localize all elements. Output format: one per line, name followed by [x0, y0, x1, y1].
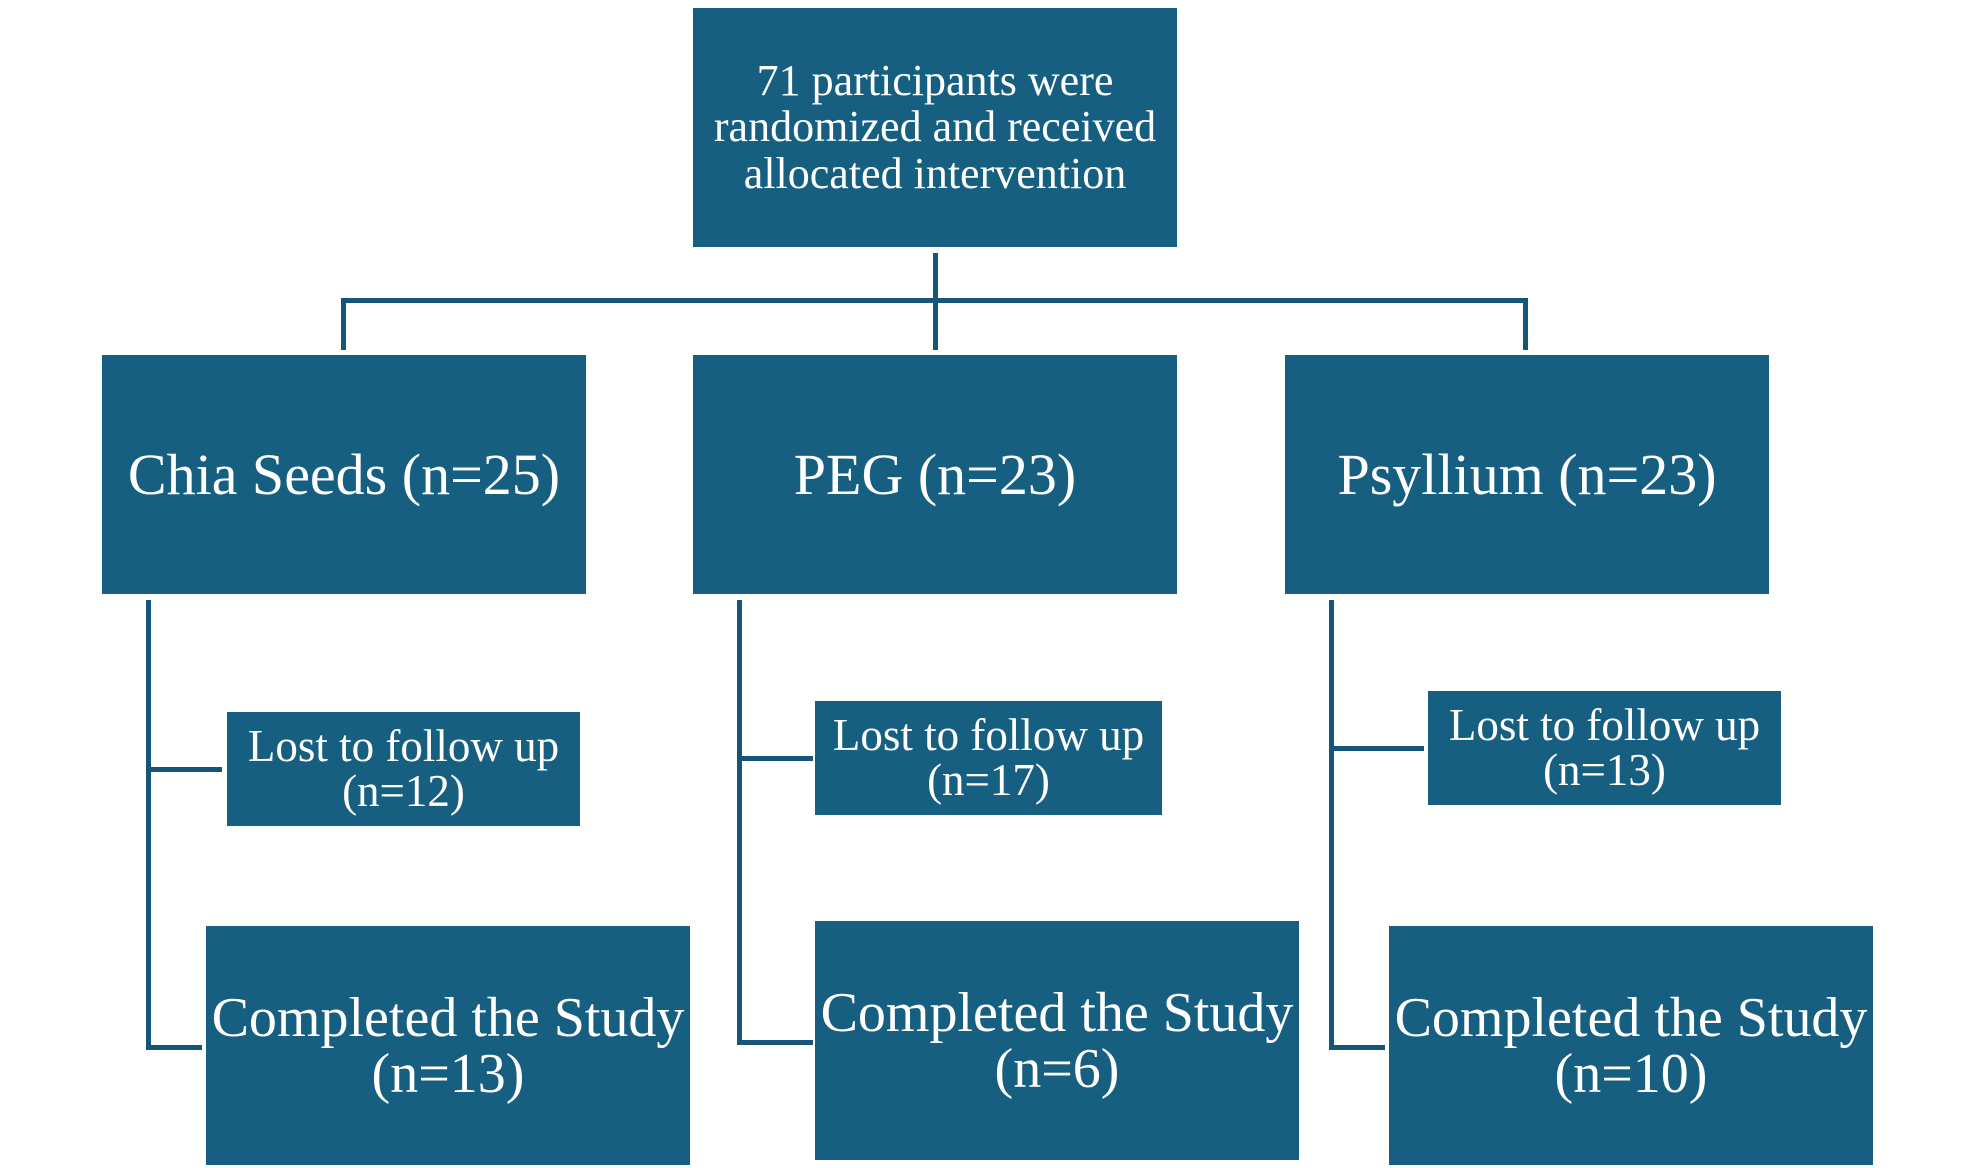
arm-2-drop-connector: [933, 298, 938, 350]
lost-line-2: (n=13): [1543, 745, 1666, 795]
lost-to-follow-up-box-chia-seeds: Lost to follow up (n=12): [227, 712, 580, 826]
lost-line-2: (n=17): [927, 755, 1050, 805]
arm-box-chia-seeds: Chia Seeds (n=25): [102, 355, 586, 594]
completed-line-1: Completed the Study: [211, 986, 685, 1049]
arm-2-completed-connector: [737, 1040, 813, 1045]
arm-label: Psyllium (n=23): [1337, 441, 1717, 507]
arm-1-lost-connector: [146, 767, 222, 772]
arm-3-lost-connector: [1329, 746, 1424, 751]
completed-study-box-chia-seeds: Completed the Study (n=13): [206, 926, 690, 1165]
completed-line-2: (n=10): [1554, 1042, 1708, 1105]
arm-3-drop-connector: [1523, 298, 1528, 350]
randomized-participants-box: 71 participants were randomized and rece…: [693, 8, 1177, 247]
completed-study-box-psyllium: Completed the Study (n=10): [1389, 926, 1873, 1165]
lost-line-1: Lost to follow up: [832, 710, 1145, 760]
lost-line-1: Lost to follow up: [1448, 700, 1761, 750]
arm-label: PEG (n=23): [793, 441, 1077, 507]
root-line-1: 71 participants were: [756, 56, 1114, 106]
completed-line-2: (n=6): [994, 1037, 1120, 1100]
completed-line-1: Completed the Study: [820, 981, 1294, 1044]
arm-box-peg: PEG (n=23): [693, 355, 1177, 594]
arm-1-completed-connector: [146, 1045, 202, 1050]
completed-study-box-peg: Completed the Study (n=6): [815, 921, 1299, 1160]
lost-to-follow-up-box-psyllium: Lost to follow up (n=13): [1428, 691, 1781, 805]
arm-3-vertical-connector: [1329, 600, 1334, 1050]
arm-2-vertical-connector: [737, 600, 742, 1045]
arm-label: Chia Seeds (n=25): [127, 441, 561, 507]
completed-line-1: Completed the Study: [1394, 986, 1868, 1049]
root-line-3: allocated intervention: [743, 148, 1127, 198]
root-line-2: randomized and received: [713, 102, 1157, 152]
arm-3-completed-connector: [1329, 1045, 1385, 1050]
lost-line-2: (n=12): [342, 766, 465, 816]
lost-line-1: Lost to follow up: [247, 721, 560, 771]
arm-2-lost-connector: [737, 756, 813, 761]
arm-1-drop-connector: [341, 298, 346, 350]
completed-line-2: (n=13): [371, 1042, 525, 1105]
root-trunk-connector: [933, 253, 938, 300]
lost-to-follow-up-box-peg: Lost to follow up (n=17): [815, 701, 1162, 815]
arm-box-psyllium: Psyllium (n=23): [1285, 355, 1769, 594]
arm-1-vertical-connector: [146, 600, 151, 1050]
